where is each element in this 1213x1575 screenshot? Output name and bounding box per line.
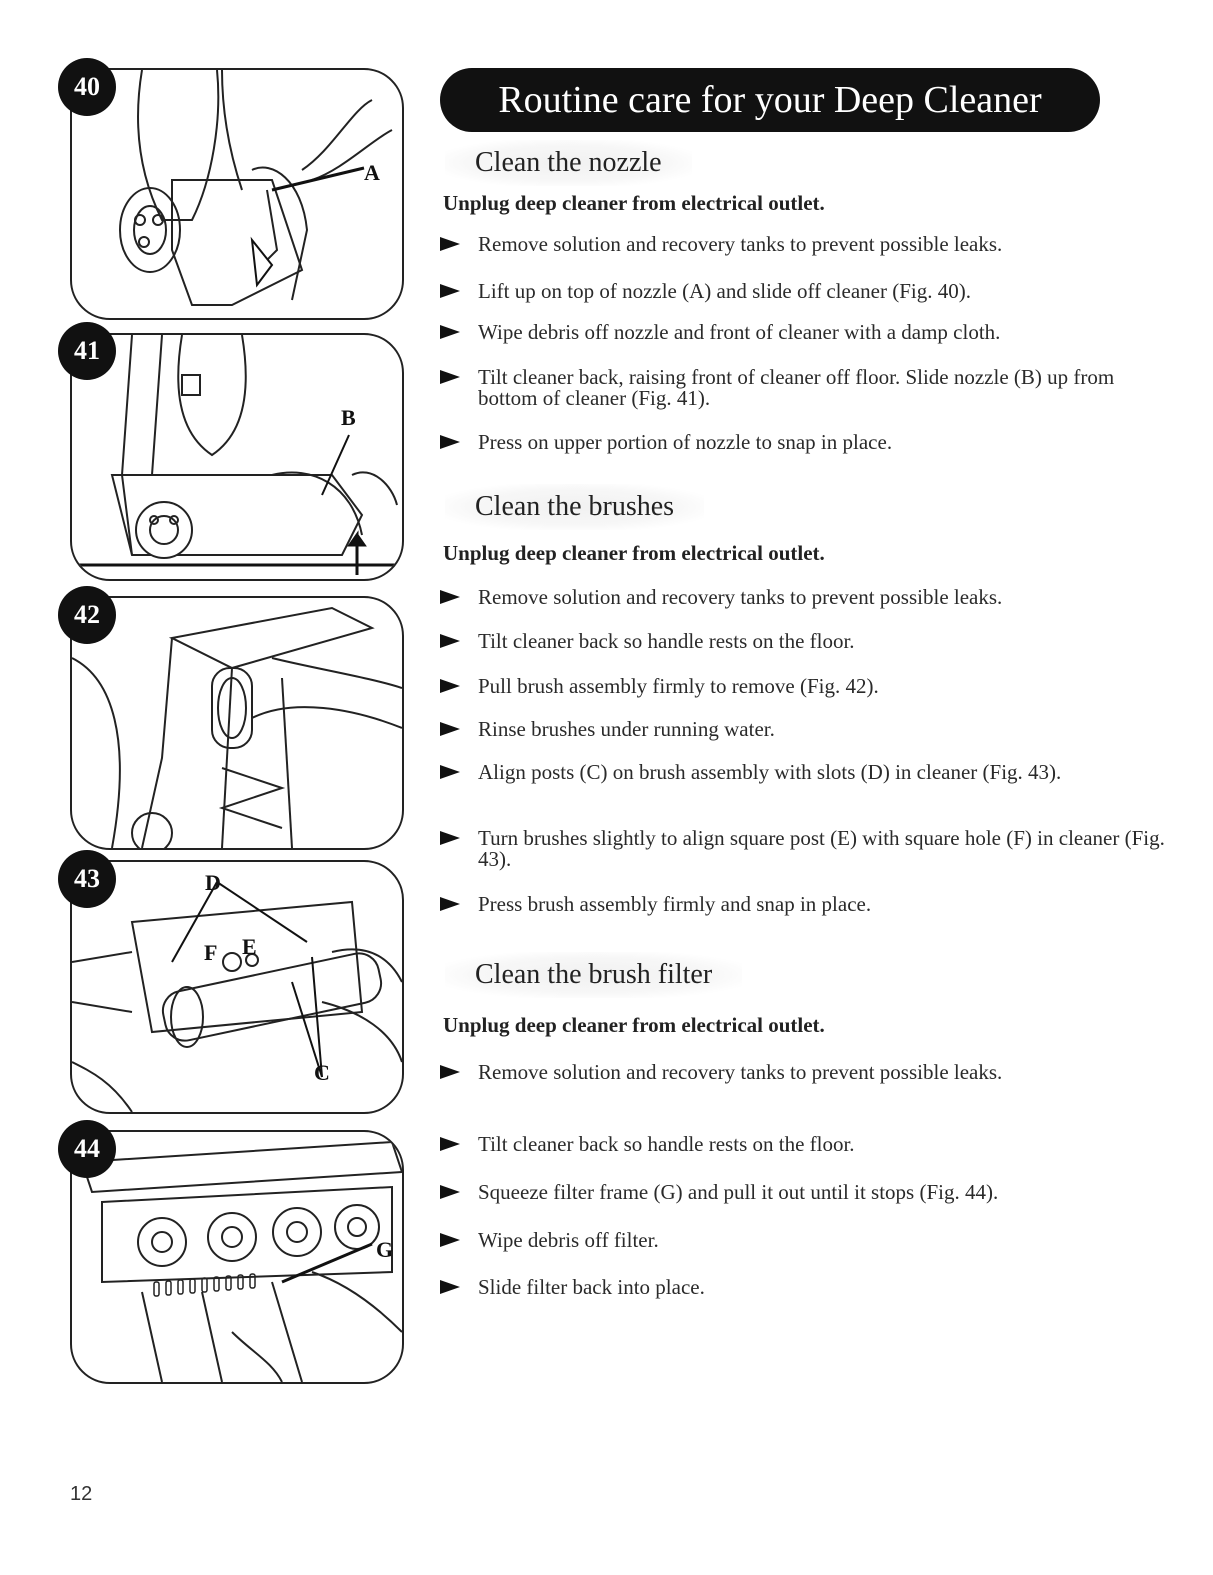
- step-text: Wipe debris off nozzle and front of clea…: [478, 320, 1001, 344]
- step-text: Lift up on top of nozzle (A) and slide o…: [478, 279, 971, 303]
- arrow-bullet-icon: [440, 370, 460, 384]
- list-item: Rinse brushes under running water.: [440, 719, 775, 740]
- list-item: Wipe debris off filter.: [440, 1230, 659, 1251]
- list-item: Remove solution and recovery tanks to pr…: [440, 1062, 1118, 1083]
- list-item: Pull brush assembly firmly to remove (Fi…: [440, 676, 879, 697]
- step-text: Tilt cleaner back, raising front of clea…: [478, 365, 1115, 410]
- step-text: Slide filter back into place.: [478, 1275, 705, 1299]
- step-text: Remove solution and recovery tanks to pr…: [478, 1060, 1003, 1084]
- list-item: Wipe debris off nozzle and front of clea…: [440, 322, 1000, 343]
- step-text: Rinse brushes under running water.: [478, 717, 775, 741]
- list-item: Tilt cleaner back so handle rests on the…: [440, 1134, 855, 1155]
- step-text: Wipe debris off filter.: [478, 1228, 659, 1252]
- step-text: Squeeze filter frame (G) and pull it out…: [478, 1180, 999, 1204]
- arrow-bullet-icon: [440, 765, 460, 779]
- figure-40-number-badge: 40: [58, 58, 116, 116]
- callout-f-label: F: [204, 940, 218, 965]
- arrow-bullet-icon: [440, 831, 460, 845]
- step-text: Turn brushes slightly to align square po…: [478, 826, 1165, 871]
- arrow-bullet-icon: [440, 325, 460, 339]
- arrow-bullet-icon: [440, 1065, 460, 1079]
- list-item: Turn brushes slightly to align square po…: [440, 828, 1198, 870]
- list-item: Remove solution and recovery tanks to pr…: [440, 234, 1002, 255]
- page-number: 12: [70, 1483, 93, 1505]
- arrow-bullet-icon: [440, 590, 460, 604]
- step-text: Press brush assembly firmly and snap in …: [478, 892, 872, 916]
- figure-43-number-badge: 43: [58, 850, 116, 908]
- list-item: Tilt cleaner back, raising front of clea…: [440, 367, 1168, 409]
- callout-a-label: A: [364, 160, 380, 185]
- filter-removal-drawing: [80, 1140, 402, 1382]
- figure-43-illustration: [70, 860, 404, 1114]
- step-text: Tilt cleaner back so handle rests on the…: [478, 1132, 855, 1156]
- list-item: Squeeze filter frame (G) and pull it out…: [440, 1182, 998, 1203]
- callout-g-label: G: [376, 1237, 394, 1262]
- step-text: Remove solution and recovery tanks to pr…: [478, 585, 1003, 609]
- callout-b-label: B: [341, 405, 356, 430]
- list-item: Slide filter back into place.: [440, 1277, 705, 1298]
- list-item: Lift up on top of nozzle (A) and slide o…: [440, 281, 971, 302]
- list-item: Press on upper portion of nozzle to snap…: [440, 432, 892, 453]
- arrow-bullet-icon: [440, 722, 460, 736]
- section-heading-clean-brushes: Clean the brushes: [445, 484, 705, 530]
- callout-a-leader: [271, 166, 365, 192]
- list-item: Align posts (C) on brush assembly with s…: [440, 762, 1158, 783]
- arrow-bullet-icon: [440, 284, 460, 298]
- arrow-bullet-icon: [440, 679, 460, 693]
- arrow-bullet-icon: [440, 435, 460, 449]
- figure-44-illustration: [70, 1130, 404, 1384]
- arrow-bullet-icon: [440, 1233, 460, 1247]
- arrow-bullet-icon: [440, 1280, 460, 1294]
- callout-e-label: E: [242, 934, 257, 959]
- step-text: Press on upper portion of nozzle to snap…: [478, 430, 893, 454]
- nozzle-reinstall-drawing: [72, 335, 402, 575]
- arrow-bullet-icon: [440, 237, 460, 251]
- figure-42-illustration: [70, 596, 404, 850]
- list-item: Remove solution and recovery tanks to pr…: [440, 587, 1002, 608]
- unplug-warning: Unplug deep cleaner from electrical outl…: [443, 541, 825, 565]
- step-text: Remove solution and recovery tanks to pr…: [478, 232, 1003, 256]
- section-heading-clean-brush-filter: Clean the brush filter: [445, 952, 743, 998]
- figure-41-number-badge: 41: [58, 322, 116, 380]
- brush-install-drawing: [72, 881, 402, 1112]
- nozzle-removal-drawing: [119, 70, 393, 306]
- unplug-warning: Unplug deep cleaner from electrical outl…: [443, 191, 825, 215]
- figure-40-illustration: [70, 68, 404, 320]
- page-title-banner: Routine care for your Deep Cleaner: [440, 68, 1100, 132]
- figure-42-number-badge: 42: [58, 586, 116, 644]
- figure-44-number-badge: 44: [58, 1120, 116, 1178]
- figure-41-illustration: [70, 333, 404, 581]
- list-item: Press brush assembly firmly and snap in …: [440, 894, 871, 915]
- arrow-bullet-icon: [440, 897, 460, 911]
- section-heading-clean-nozzle: Clean the nozzle: [445, 140, 692, 186]
- arrow-bullet-icon: [440, 1137, 460, 1151]
- unplug-warning: Unplug deep cleaner from electrical outl…: [443, 1013, 825, 1037]
- callout-d-label: D: [205, 870, 221, 895]
- callout-c-label: C: [314, 1060, 330, 1085]
- brush-removal-drawing: [72, 606, 402, 848]
- list-item: Tilt cleaner back so handle rests on the…: [440, 631, 855, 652]
- step-text: Pull brush assembly firmly to remove (Fi…: [478, 674, 879, 698]
- callout-g-leader: [281, 1242, 373, 1284]
- step-text: Align posts (C) on brush assembly with s…: [478, 760, 1062, 784]
- step-text: Tilt cleaner back so handle rests on the…: [478, 629, 855, 653]
- arrow-bullet-icon: [440, 1185, 460, 1199]
- arrow-bullet-icon: [440, 634, 460, 648]
